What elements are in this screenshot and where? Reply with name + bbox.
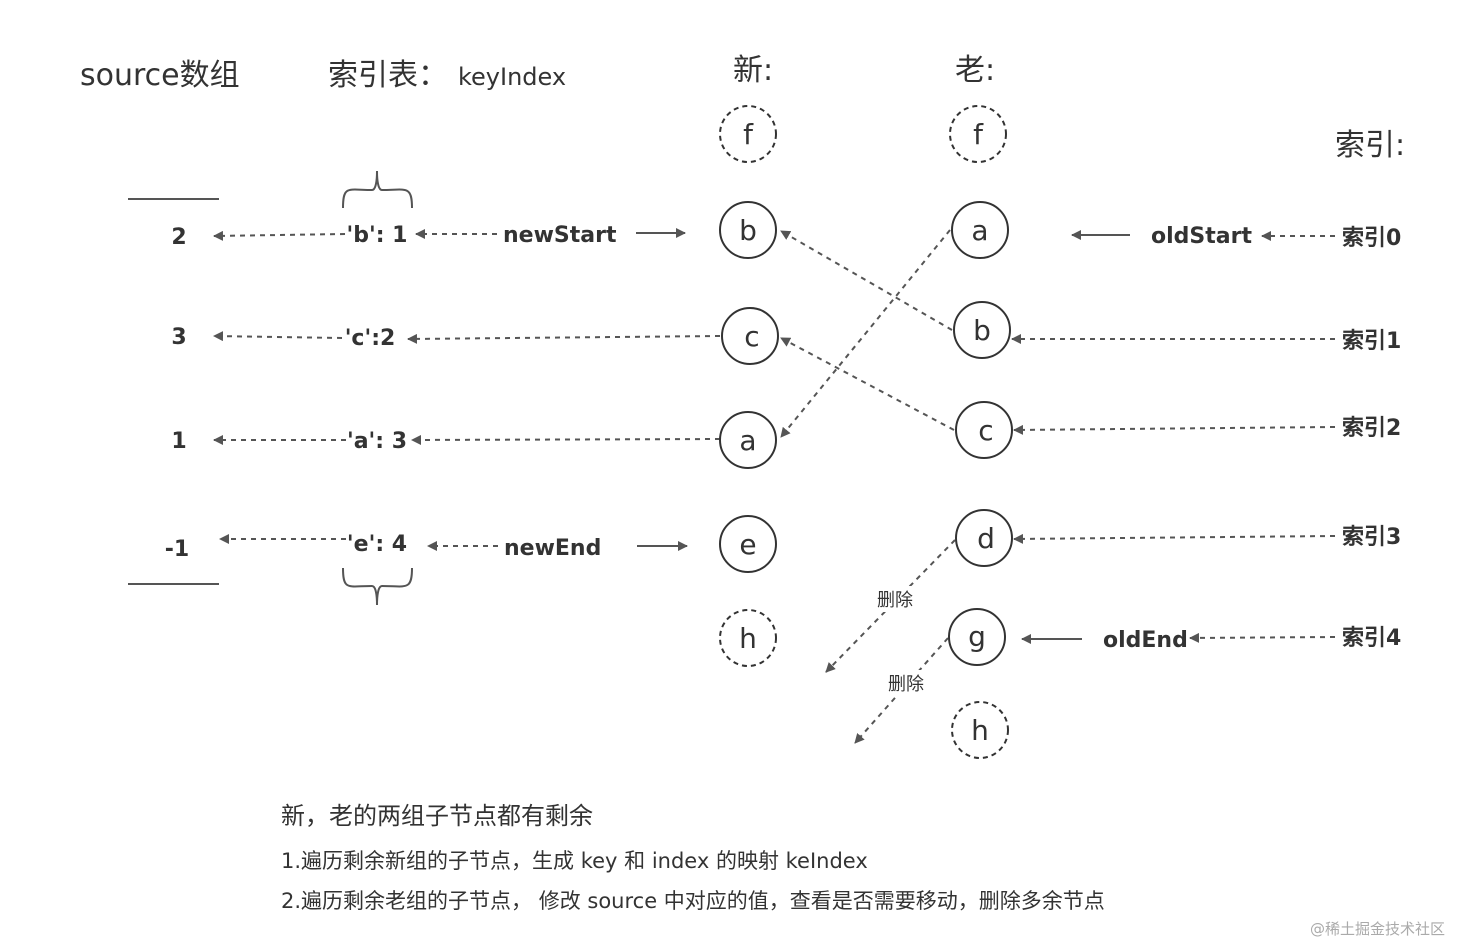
delete-label-bg (870, 586, 920, 612)
key-index-top-brace (342, 170, 413, 209)
old-node (949, 105, 1007, 163)
old-index-label: 索引3 (1342, 525, 1401, 550)
old-node (955, 509, 1013, 567)
old-node (955, 401, 1013, 459)
source-value: 2 (171, 225, 186, 250)
key-index-bottom-brace (342, 567, 413, 606)
caption-title: 新，老的两组子节点都有剩余 (281, 802, 593, 830)
key-index-entry: 'e': 4 (347, 532, 407, 557)
move-arrow (780, 337, 955, 431)
map-arrow (213, 331, 343, 342)
index-header: 索引: (1335, 128, 1405, 163)
new-node-label: c (744, 320, 759, 353)
new-node-label: b (739, 214, 757, 247)
old-node-label: b (973, 314, 991, 347)
old-index-label: 索引4 (1342, 626, 1401, 651)
caption-step-2: 2.遍历剩余老组的子节点， 修改 source 中对应的值，查看是否需要移动，删… (281, 889, 1105, 913)
new-node (721, 307, 779, 365)
index-arrow (1189, 632, 1336, 643)
source-array-header: source数组 (80, 58, 240, 93)
delete-label-bg (881, 670, 931, 696)
key-index-header: 索引表： (328, 58, 448, 93)
old-node-label: f (973, 118, 984, 151)
old-node-label: d (977, 522, 995, 555)
index-arrow (1013, 424, 1336, 435)
key-index-entry: 'a': 3 (347, 429, 407, 454)
new-group-header: 新: (733, 53, 773, 88)
move-arrow (780, 229, 951, 438)
new-node-label: f (743, 118, 754, 151)
old-end-pointer: oldEnd (1103, 628, 1188, 653)
new-node (719, 609, 777, 667)
new-end-pointer: newEnd (504, 536, 601, 561)
move-arrow (780, 230, 953, 331)
old-index-label: 索引0 (1342, 226, 1401, 251)
old-node (953, 301, 1011, 359)
key-index-entry: 'b': 1 (347, 223, 408, 248)
new-node-label: a (739, 424, 756, 457)
new-node-label: h (739, 622, 757, 655)
new-node (719, 201, 777, 259)
old-node-label: g (968, 620, 986, 653)
watermark: @稀土掘金技术社区 (1310, 920, 1446, 938)
old-index-label: 索引2 (1342, 416, 1401, 441)
new-node (719, 515, 777, 573)
new-start-pointer: newStart (503, 223, 617, 248)
old-node (951, 701, 1009, 759)
key-index-entry: 'c':2 (345, 326, 396, 351)
key-index-name: keyIndex (458, 63, 566, 91)
caption-step-1: 1.遍历剩余新组的子节点，生成 key 和 index 的映射 keIndex (281, 849, 868, 873)
map-arrow (213, 230, 346, 241)
index-arrow (1013, 533, 1336, 544)
delete-label: 删除 (877, 590, 913, 611)
source-value: 3 (171, 325, 186, 350)
new-node-label: e (739, 528, 756, 561)
old-node-label: h (971, 714, 989, 747)
old-node-label: c (978, 414, 993, 447)
old-node (951, 201, 1009, 259)
old-start-pointer: oldStart (1151, 224, 1252, 249)
old-group-header: 老: (955, 53, 995, 88)
old-node-label: a (971, 214, 988, 247)
source-value: -1 (165, 537, 189, 562)
map-arrow (407, 333, 721, 344)
map-arrow (411, 434, 721, 445)
new-node (719, 105, 777, 163)
new-node (719, 411, 777, 469)
source-value: 1 (171, 429, 186, 454)
old-index-label: 索引1 (1342, 329, 1401, 354)
delete-label: 删除 (888, 674, 924, 695)
old-node (948, 608, 1006, 666)
